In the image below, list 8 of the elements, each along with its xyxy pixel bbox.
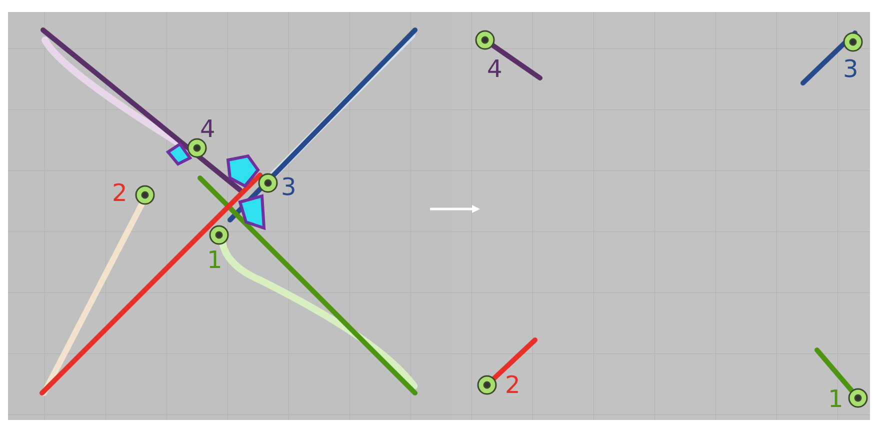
callout-number: 2 [112,180,128,206]
callout-number: 4 [200,116,216,142]
callout-number: 1 [828,386,844,412]
callout-number: 2 [505,372,520,398]
callout-number: 4 [487,56,502,82]
callout-number: 1 [207,247,222,273]
callout-number: 3 [843,56,858,82]
callout-number: 3 [281,174,296,200]
